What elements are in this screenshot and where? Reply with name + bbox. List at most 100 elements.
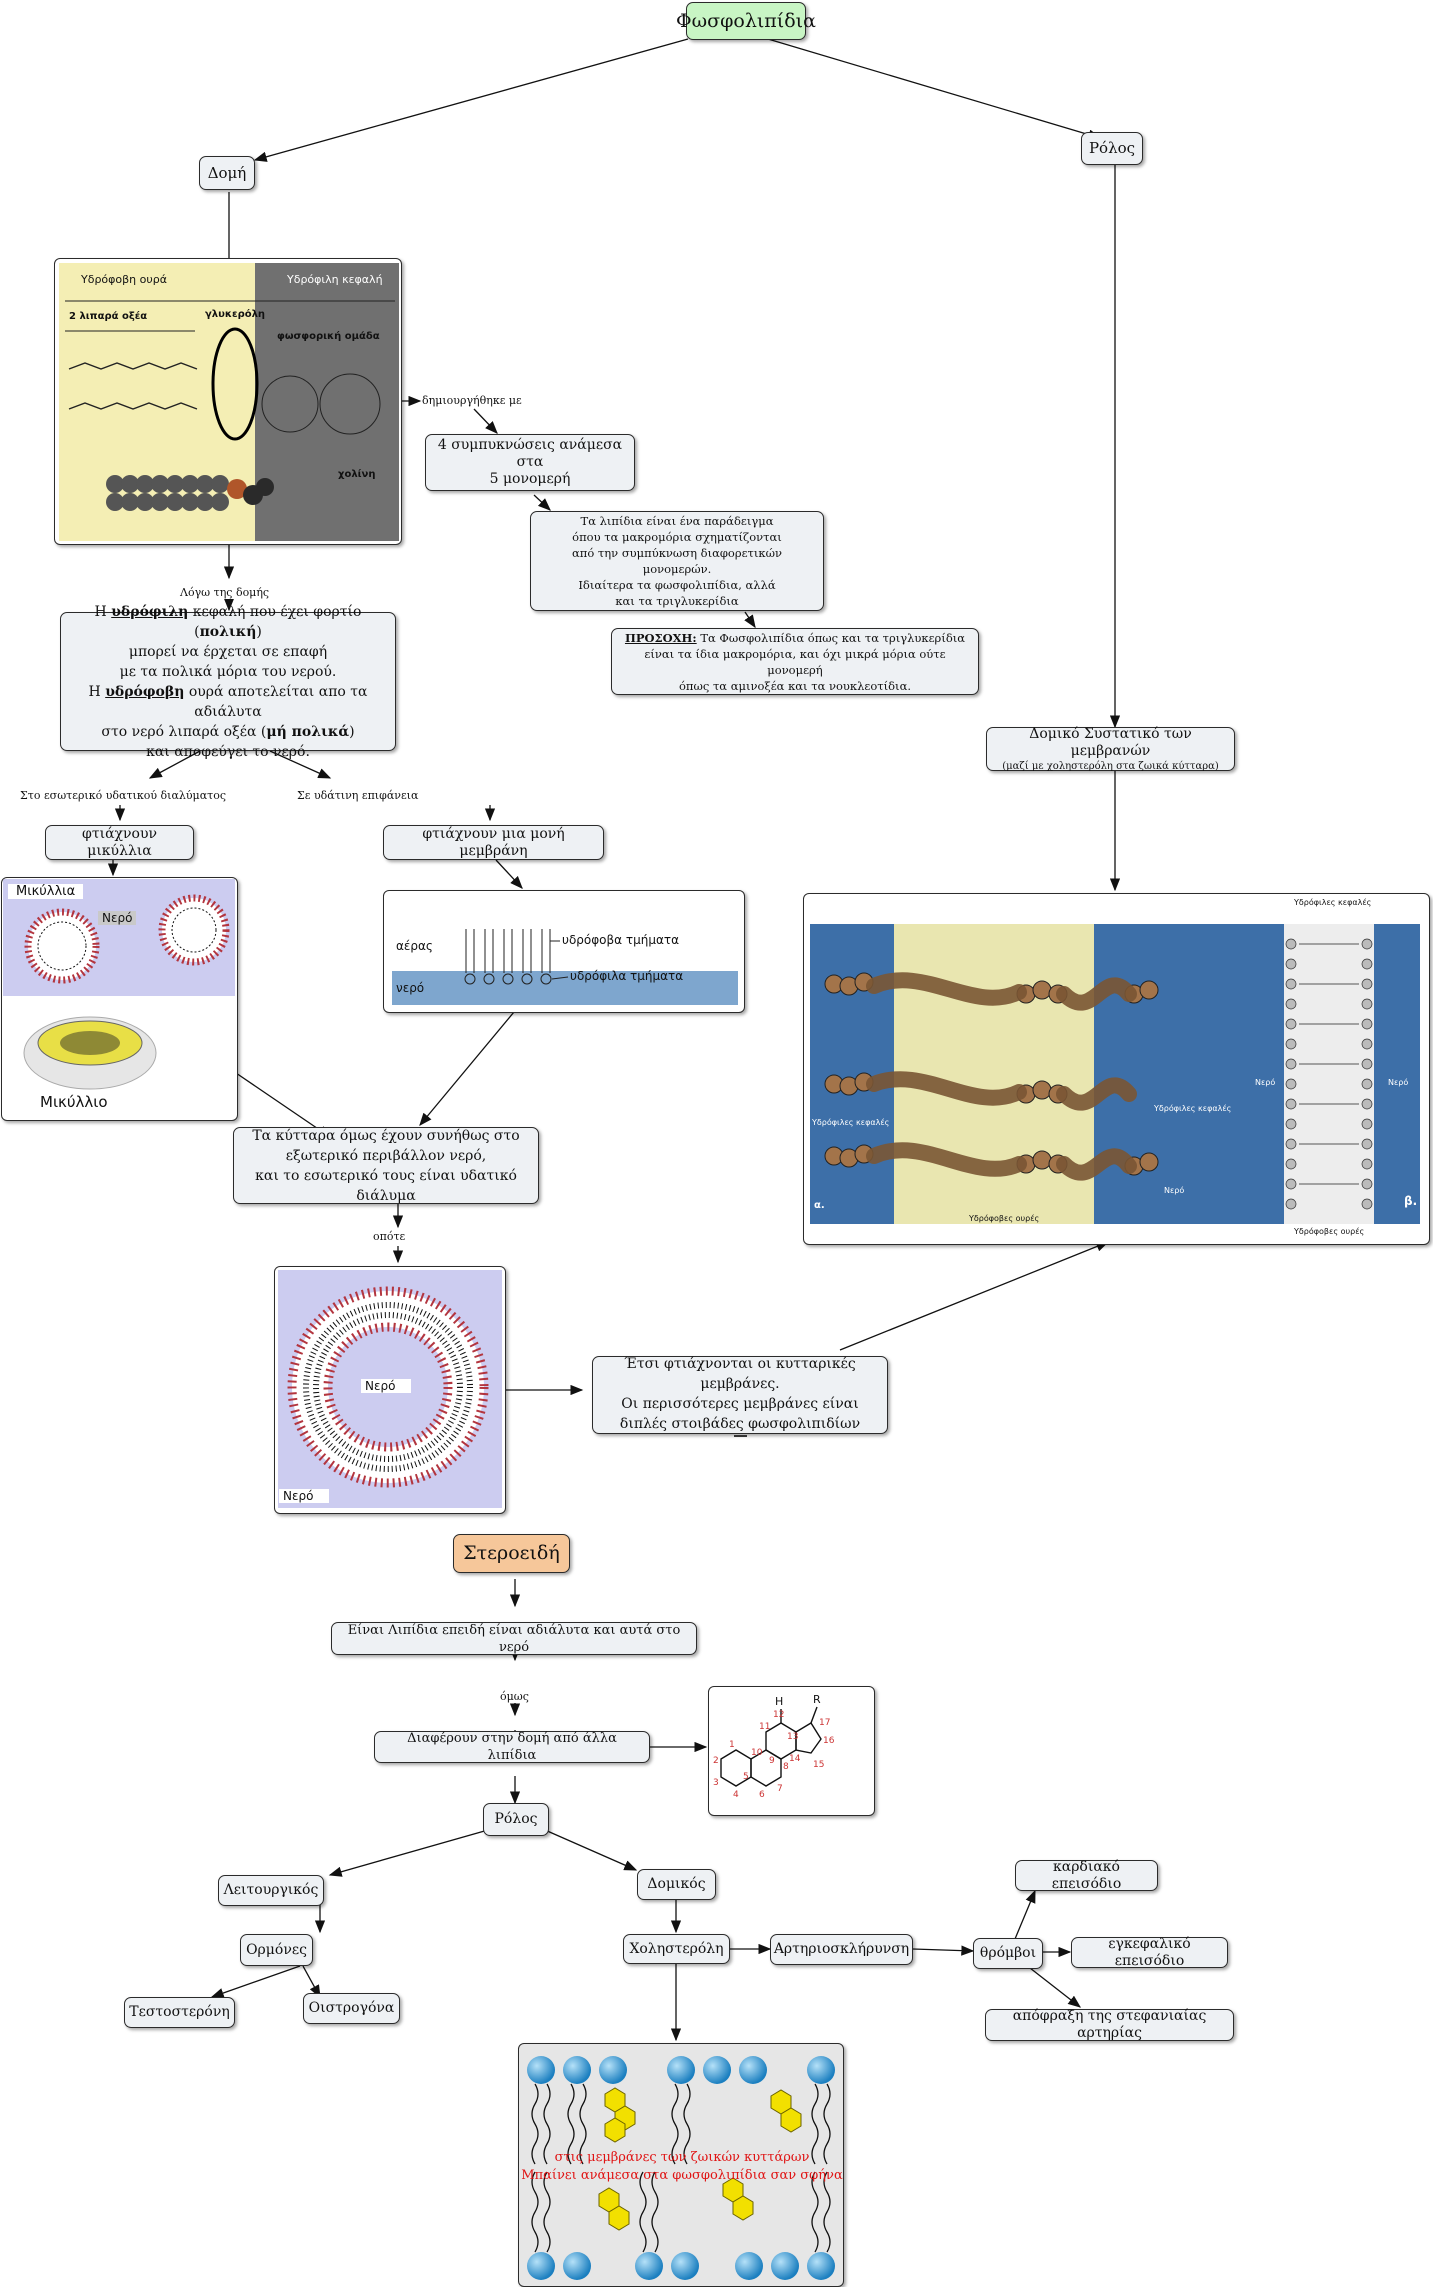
- structure-node[interactable]: Δομή: [199, 156, 255, 190]
- svg-text:4: 4: [733, 1790, 739, 1800]
- attachment-icon[interactable]: [733, 1434, 747, 1437]
- membranes-line1: Έτσι φτιάχνονται οι κυτταρικές μεμβράνες…: [624, 1355, 856, 1392]
- head-label: Υδρόφιλη κεφαλή: [287, 273, 383, 286]
- water-right-label: Νερό: [1388, 1078, 1409, 1087]
- hydrophilic-word: υδρόφιλη: [111, 603, 189, 620]
- inside-aqueous-label: Στο εσωτερικό υδατικού διαλύματος: [20, 789, 227, 802]
- water-left-label: Νερό: [1255, 1078, 1276, 1087]
- attention-node[interactable]: ΠΡΟΣΟΧΗ: Τα Φωσφολιπίδια όπως και τα τρι…: [611, 628, 979, 695]
- cells-environment-node[interactable]: Τα κύτταρα όμως έχουν συνήθως στο εξωτερ…: [233, 1127, 539, 1204]
- structural-component-node[interactable]: Δομικό Συστατικό των μεμβρανών (μαζί με …: [986, 725, 1235, 772]
- hydrophobic-word: υδρόφοβη: [105, 683, 185, 700]
- micelle-image: Μικύλλια Νερό Μικύλλιο: [1, 877, 238, 1121]
- membranes-line2: Οι περισσότερες μεμβράνες είναι: [621, 1395, 859, 1412]
- role-node[interactable]: Ρόλος: [1081, 132, 1143, 165]
- membrane-core-b: [1284, 924, 1374, 1224]
- choline-label: χολίνη: [338, 469, 376, 480]
- svg-text:16: 16: [823, 1736, 835, 1746]
- make-micelles-node[interactable]: φτιάχνουν μικύλλια: [45, 825, 194, 860]
- hydrophobic-parts-label: υδρόφοβα τμήματα: [562, 933, 680, 947]
- water-surface-label: Σε υδάτινη επιφάνεια: [297, 789, 419, 802]
- attention-text1: Τα Φωσφολιπίδια όπως και τα τριγλυκερίδι…: [700, 630, 966, 645]
- air-label: αέρας: [396, 939, 433, 953]
- cholesterol-membrane-image: στις μεμβράνες των ζωικών κυττάρων Μπαίν…: [518, 2043, 844, 2287]
- stroke-node[interactable]: εγκεφαλικό επεισόδιο: [1071, 1936, 1228, 1969]
- condensations-line1: 4 συμπυκνώσεις ανάμεσα στα: [437, 437, 623, 470]
- so-label: οπότε: [373, 1230, 406, 1243]
- head-tail-line5: στο νερό λιπαρά οξέα (μή πολικά): [101, 723, 355, 740]
- lipids-example-line2: όπου τα μακρομόρια σχηματίζονται: [572, 530, 782, 544]
- lipids-example-node[interactable]: Τα λιπίδια είναι ένα παράδειγμα όπου τα …: [530, 511, 824, 611]
- membranes-line3: διπλές στοιβάδες φωσφολιπιδίων: [619, 1415, 861, 1432]
- hydrophilic-parts-label: υδρόφιλα τμήματα: [570, 969, 684, 983]
- structural-role-node[interactable]: Δομικός: [637, 1869, 716, 1900]
- label-b: β.: [1404, 1194, 1418, 1208]
- fatty-acids-label: 2 λιπαρά οξέα: [69, 311, 148, 322]
- inner-water-label: Νερό: [361, 1379, 412, 1393]
- thrombi-node[interactable]: θρόμβοι: [973, 1938, 1043, 1969]
- condensations-line2: 5 μονομερή: [489, 471, 571, 487]
- steroid-lipids-node[interactable]: Είναι Λιπίδια επειδή είναι αδιάλυτα και …: [331, 1622, 697, 1655]
- micelles-label: Μικύλλια: [8, 884, 84, 899]
- lipids-example-line3: από την συμπύκνωση διαφορετικών μονομερώ…: [572, 546, 782, 576]
- steroids-title[interactable]: Στεροειδή: [453, 1534, 570, 1573]
- membrane-molecules: [824, 938, 1373, 1210]
- structural-component-line2: (μαζί με χοληστερόλη στα ζωικά κύτταρα): [1002, 760, 1219, 772]
- testosterone-node[interactable]: Τεστοστερόνη: [124, 1997, 235, 2028]
- head-tail-line6: και αποφεύγει το νερό.: [146, 743, 310, 760]
- head-tail-node[interactable]: Η υδρόφιλη κεφαλή που έχει φορτίο (πολικ…: [60, 604, 396, 760]
- svg-text:11: 11: [759, 1722, 770, 1732]
- heads-mid-label: Υδρόφιλες κεφαλές: [1154, 1104, 1232, 1113]
- condensations-node[interactable]: 4 συμπυκνώσεις ανάμεσα στα 5 μονομερή: [425, 434, 635, 491]
- functional-node[interactable]: Λειτουργικός: [218, 1875, 324, 1906]
- svg-text:6: 6: [759, 1790, 765, 1800]
- glycerol-label: γλυκερόλη: [205, 309, 266, 320]
- estrogens-node[interactable]: Οιστρογόνα: [303, 1993, 400, 2024]
- tails-left-label: Υδρόφοβες ουρές: [969, 1214, 1040, 1223]
- hormones-node[interactable]: Ορμόνες: [240, 1934, 313, 1966]
- head-tail-line3: με τα πολικά μόρια του νερού.: [119, 663, 337, 680]
- micelle-label: Μικύλλιο: [40, 1093, 108, 1111]
- but-label: όμως: [500, 1690, 529, 1703]
- water-label-mono: νερό: [396, 981, 425, 995]
- lipids-example-line5: και τα τριγλυκερίδια: [615, 594, 739, 608]
- lipids-example-line4: Ιδιαίτερα τα φωσφολιπίδια, αλλά: [578, 578, 776, 592]
- hydrophilic-region: [255, 263, 399, 541]
- head-tail-line4: Η υδρόφοβη ουρά αποτελείται απο τα αδιάλ…: [88, 683, 368, 720]
- lipids-example-line1: Τα λιπίδια είναι ένα παράδειγμα: [580, 514, 774, 528]
- water-layer: [392, 971, 738, 1005]
- cells-env-line2: εξωτερικό περιβάλλον νερό,: [285, 1147, 487, 1164]
- cell-membranes-node[interactable]: Έτσι φτιάχνονται οι κυτταρικές μεμβράνες…: [592, 1355, 888, 1437]
- svg-text:3: 3: [713, 1778, 719, 1788]
- cholesterol-node[interactable]: Χοληστερόλη: [623, 1934, 730, 1964]
- phosphate-label: φωσφορική ομάδα: [277, 331, 380, 342]
- phospholipids-title[interactable]: Φωσφολιπίδια: [676, 2, 816, 40]
- svg-text:8: 8: [783, 1762, 789, 1772]
- cells-env-line3: και το εσωτερικό τους είναι υδατικό διάλ…: [255, 1167, 517, 1204]
- steroid-role-node[interactable]: Ρόλος: [483, 1803, 549, 1836]
- heart-attack-node[interactable]: καρδιακό επεισόδιο: [1015, 1859, 1158, 1892]
- outer-water-label: Νερό: [279, 1489, 330, 1503]
- molecule-sketch: [65, 300, 395, 511]
- heads-left-label: Υδρόφιλες κεφαλές: [812, 1118, 890, 1127]
- membrane-structure-image: Υδρόφιλες κεφαλές Νερό Νερό Υδρόφιλες κε…: [803, 893, 1430, 1245]
- make-monolayer-node[interactable]: φτιάχνουν μια μονή μεμβράνη: [383, 825, 604, 860]
- tails-right-label: Υδρόφοβες ουρές: [1294, 1227, 1365, 1236]
- svg-text:15: 15: [813, 1760, 824, 1770]
- heads-top-label: Υδρόφιλες κεφαλές: [1294, 898, 1372, 907]
- tail-label: Υδρόφοβη ουρά: [81, 273, 167, 286]
- cells-env-line1: Τα κύτταρα όμως έχουν συνήθως στο: [252, 1127, 520, 1144]
- differ-structure-node[interactable]: Διαφέρουν στην δομή από άλλα λιπίδια: [374, 1731, 650, 1763]
- monolayer-lipids: [464, 929, 569, 985]
- svg-text:5: 5: [743, 1772, 749, 1782]
- created-with-label: δημιουργήθηκε με: [422, 394, 522, 407]
- atherosclerosis-node[interactable]: Αρτηριοσκλήρυνση: [770, 1934, 913, 1965]
- nonpolar-word: μή πολικά: [266, 723, 350, 740]
- attention-keyword: ΠΡΟΣΟΧΗ:: [624, 630, 697, 645]
- coronary-occlusion-node[interactable]: απόφραξη της στεφανιαίας αρτηρίας: [985, 2008, 1234, 2041]
- structural-component-line1: Δομικό Συστατικό των μεμβρανών: [1029, 725, 1192, 759]
- svg-text:7: 7: [777, 1784, 783, 1794]
- h-label: H: [775, 1695, 784, 1708]
